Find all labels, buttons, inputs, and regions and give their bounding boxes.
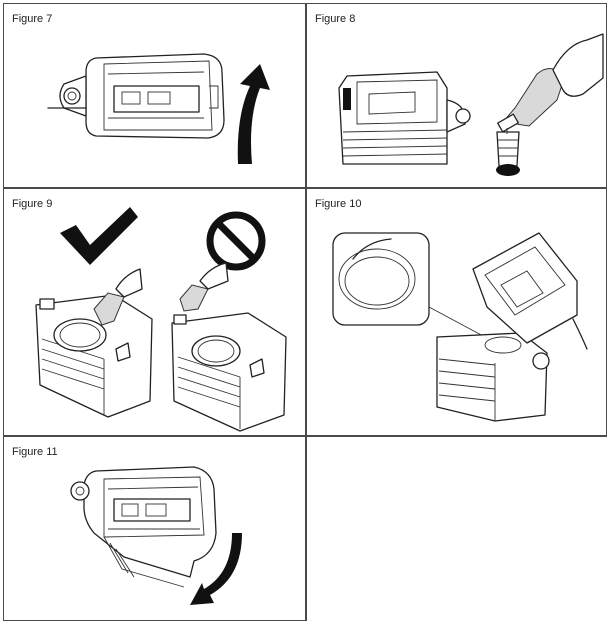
figure-10-illustration [332, 232, 588, 422]
figure-7-caption: Figure 7 [12, 13, 53, 25]
figure-9-panel: Figure 9 [3, 188, 306, 436]
prohibited-icon [206, 211, 266, 271]
figure-11-illustration [70, 466, 242, 605]
figure-7-panel: Figure 7 [3, 3, 306, 188]
figure-8-caption: Figure 8 [315, 13, 356, 25]
figure-11-caption: Figure 11 [12, 446, 58, 458]
figure-9-illustration [35, 207, 287, 432]
figure-10-caption: Figure 10 [315, 198, 362, 210]
figure-9-caption: Figure 9 [12, 198, 53, 210]
check-mark-icon [60, 207, 138, 265]
figure-8-panel: Figure 8 [306, 3, 607, 188]
figure-10-panel: Figure 10 [306, 188, 607, 436]
figure-11-panel: Figure 11 [3, 436, 306, 621]
figure-7-illustration [47, 53, 270, 164]
figure-8-illustration [338, 33, 604, 176]
figure-grid: Figure 7 Figure 8 [3, 3, 607, 621]
empty-panel [306, 436, 607, 621]
